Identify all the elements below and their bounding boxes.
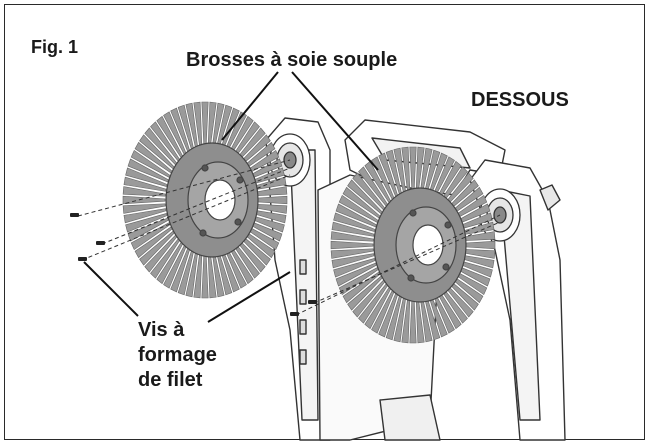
screw-4 — [290, 312, 299, 316]
brushes-callout-label: Brosses à soie souple — [186, 49, 398, 71]
screw-1 — [70, 213, 79, 217]
assembly-dashed-lines — [77, 159, 501, 316]
bristle — [125, 213, 168, 233]
bristle — [125, 167, 168, 187]
bristle — [331, 221, 375, 237]
bristle — [330, 240, 374, 250]
screw-callout-line-3: de filet — [138, 369, 203, 391]
bristle — [330, 248, 374, 259]
figure-number: Fig. 1 — [31, 37, 79, 57]
bristle — [333, 212, 376, 232]
screw-3 — [78, 257, 87, 261]
bristle — [330, 231, 374, 242]
brush-right-hub — [373, 187, 467, 303]
bristle — [123, 208, 167, 224]
bristle — [331, 253, 375, 269]
screws — [70, 213, 317, 316]
screw-callout-line-2: formage — [138, 344, 217, 366]
bristle — [333, 258, 376, 278]
brush-left-hub — [165, 142, 259, 258]
screw-5 — [308, 300, 317, 304]
bristle — [122, 195, 166, 205]
bristle — [122, 203, 166, 214]
bristle — [122, 186, 166, 197]
underside-view-label: DESSOUS — [471, 89, 569, 111]
bristle — [123, 176, 167, 192]
screw-2 — [96, 241, 105, 245]
callout-leader-lines — [83, 71, 379, 323]
screw-callout-line-1: Vis à — [138, 319, 185, 341]
brush-left-bristles — [122, 101, 288, 299]
